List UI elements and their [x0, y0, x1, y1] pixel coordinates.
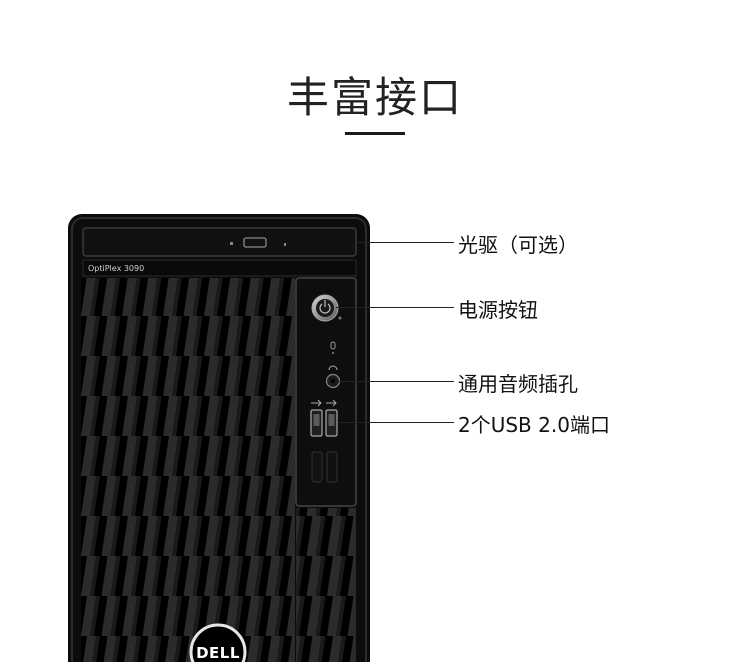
activity-led-icon — [330, 341, 336, 350]
callout-optical-drive: 光驱（可选） — [458, 233, 578, 257]
dell-logo: DELL — [189, 623, 247, 662]
callout-power-button: 电源按钮 — [458, 298, 538, 322]
front-grille — [81, 278, 295, 662]
headset-icon — [328, 365, 338, 371]
usb-icon — [311, 399, 337, 407]
blank-slot — [326, 451, 338, 483]
usb-port-2[interactable] — [325, 409, 338, 437]
callout-audio-jack: 通用音频插孔 — [458, 372, 578, 396]
svg-text:DELL: DELL — [196, 644, 240, 662]
power-button-icon — [319, 303, 331, 314]
connector-power-button — [336, 307, 454, 308]
connector-audio-jack — [338, 381, 454, 382]
model-name: OptiPlex 3090 — [88, 264, 144, 273]
optical-drive-bay — [82, 227, 357, 257]
usb-port-1[interactable] — [310, 409, 323, 437]
page-title: 丰富接口 — [286, 73, 463, 122]
front-grille-lower — [296, 508, 356, 662]
callout-usb-ports: 2个USB 2.0端口 — [458, 413, 610, 437]
blank-slot — [311, 451, 323, 483]
title-underline — [345, 132, 405, 135]
io-panel — [295, 277, 357, 507]
connector-optical-drive — [356, 242, 454, 243]
connector-usb-ports — [338, 422, 454, 423]
power-button-cap — [316, 299, 334, 317]
model-strip: OptiPlex 3090 — [82, 259, 357, 277]
